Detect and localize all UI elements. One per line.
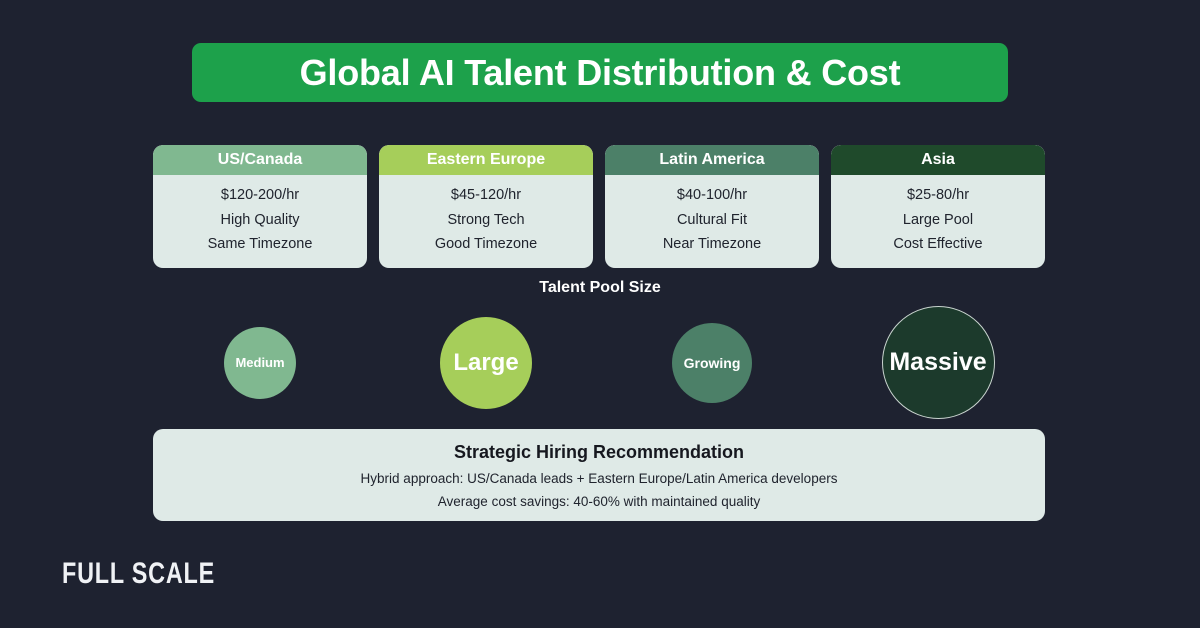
region-attribute: High Quality (220, 211, 300, 228)
talent-pool-circle: Growing (672, 322, 752, 403)
region-rate: $45-120/hr (450, 187, 522, 203)
talent-pool-label: Medium (235, 355, 285, 370)
strategic-recommendation-box: Strategic Hiring Recommendation Hybrid a… (153, 429, 1045, 521)
region-name: Eastern Europe (426, 151, 546, 168)
region-card-header: US/Canada (153, 145, 367, 175)
region-attribute: Large Pool (902, 211, 974, 228)
title-banner: Global AI Talent Distribution & Cost (192, 43, 1008, 102)
talent-pool-label: Growing (683, 354, 741, 371)
talent-pool-heading: Talent Pool Size (539, 279, 661, 296)
region-card-header: Latin America (605, 145, 819, 175)
talent-pool-label: Large (453, 348, 519, 376)
talent-pool-circle: Medium (224, 326, 296, 399)
region-attribute: Cultural Fit (676, 211, 748, 228)
talent-pool-circle: Large (440, 316, 532, 409)
region-rate: $25-80/hr (906, 187, 970, 203)
region-attribute: Strong Tech (447, 211, 525, 228)
recommendation-line-2: Average cost savings: 40-60% with mainta… (437, 493, 761, 509)
region-rate: $120-200/hr (220, 187, 300, 203)
talent-pool-circle-slot: Massive (831, 305, 1045, 420)
talent-pool-circle-slot: Growing (605, 305, 819, 420)
talent-pool-circle-slot: Large (379, 305, 593, 420)
region-timezone: Good Timezone (434, 236, 538, 253)
region-name: Latin America (659, 151, 765, 168)
recommendation-line-1: Hybrid approach: US/Canada leads + Easte… (360, 470, 838, 486)
region-name: US/Canada (217, 151, 303, 168)
recommendation-title: Strategic Hiring Recommendation (453, 441, 745, 462)
talent-pool-circle-slot: Medium (153, 305, 367, 420)
region-timezone: Cost Effective (893, 236, 983, 253)
region-name: Asia (921, 151, 955, 168)
talent-pool-circle: Massive (881, 306, 995, 419)
talent-pool-label: Massive (889, 348, 987, 376)
region-card-header: Asia (831, 145, 1045, 175)
full-scale-logo: FULL SCALE (62, 557, 215, 590)
region-rate: $40-100/hr (676, 187, 748, 203)
region-timezone: Same Timezone (207, 236, 313, 253)
region-timezone: Near Timezone (662, 236, 762, 253)
talent-pool-circles-row: Medium Large Growing Massive (153, 305, 1045, 420)
page-title: Global AI Talent Distribution & Cost (299, 51, 901, 93)
region-card-header: Eastern Europe (379, 145, 593, 175)
